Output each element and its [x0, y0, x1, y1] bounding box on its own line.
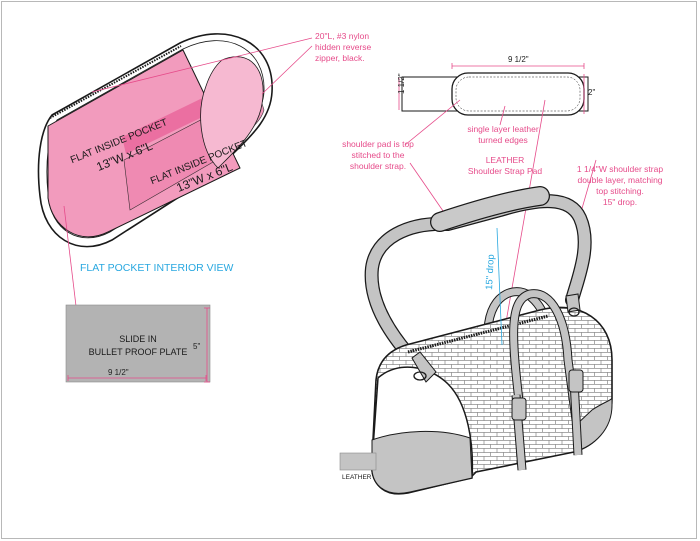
- shoulder-pad-callout-line3: shoulder strap.: [350, 161, 406, 171]
- pad-stitch-line: [455, 76, 581, 112]
- plate-leader-line: [63, 205, 77, 307]
- zipper-callout-line3: zipper, black.: [315, 53, 365, 63]
- shoulder-strap-pad-view: 9 1/2" 1 1/2" 2" single layer leather tu…: [397, 55, 595, 176]
- pad-title-line2: Shoulder Strap Pad: [468, 166, 542, 176]
- duffel-bag-view: 15" drop: [364, 186, 613, 495]
- shoulder-strap-pad: [451, 72, 585, 116]
- pocket-zipper-line: [49, 45, 182, 119]
- handle-buckle-right: [568, 369, 584, 393]
- strap-clip-right: [565, 293, 581, 313]
- leather-swatch: [339, 452, 377, 471]
- plate-height-dim: 5": [193, 342, 200, 351]
- strap-callout-line2: double layer, matching: [577, 175, 662, 185]
- pad-center-leader: [501, 99, 546, 346]
- handle-buckle-left: [511, 397, 527, 421]
- bag-end-cap-leather: [371, 430, 473, 494]
- plate-label-line2: BULLET PROOF PLATE: [89, 347, 188, 357]
- strap-callout-line4: 15" drop.: [603, 197, 637, 207]
- zipper-leader-line: [91, 37, 313, 93]
- leather-edges-leader: [499, 105, 506, 126]
- bag-zipper: [407, 314, 549, 354]
- strap-ring-left: [413, 371, 427, 381]
- pad-height-left-dim: 1 1/2": [397, 73, 406, 94]
- pad-height-right-dim: 2": [588, 88, 595, 97]
- leather-edges-callout-line2: turned edges: [478, 135, 528, 145]
- pocket-interior-view: FLAT INSIDE POCKET 13"W x 6"L FLAT INSID…: [37, 31, 372, 248]
- plate-width-dim: 9 1/2": [108, 368, 129, 377]
- shoulder-pad-on-bag-fill: [431, 187, 549, 231]
- leather-legend-label: LEATHER: [342, 474, 372, 481]
- interior-view-title: FLAT POCKET INTERIOR VIEW: [80, 262, 234, 274]
- leather-edges-callout-line1: single layer leather: [467, 124, 539, 134]
- bullet-proof-plate-view: SLIDE IN BULLET PROOF PLATE 5" 9 1/2": [63, 205, 211, 383]
- zipper-leader-line-2: [261, 45, 313, 95]
- strap-leader: [580, 159, 597, 213]
- plate-label-line1: SLIDE IN: [119, 334, 157, 344]
- material-legend: LEATHER: [339, 452, 377, 481]
- strap-ring-right: [568, 307, 580, 317]
- drop-dimension-label: 15" drop: [484, 254, 497, 290]
- pad-title-line1: LEATHER: [486, 155, 525, 165]
- shoulder-pad-callout-line2: stitched to the: [352, 150, 405, 160]
- strap-callout-line3: top stitching.: [596, 186, 644, 196]
- strap-callout-line1: 1 1/4"W shoulder strap: [577, 164, 663, 174]
- shoulder-pad-callout-line1: shoulder pad is top: [342, 139, 414, 149]
- shoulder-pad-leader-1: [404, 99, 461, 146]
- bullet-proof-plate: [65, 304, 211, 383]
- handle-front-fill: [510, 290, 580, 421]
- drop-dim-line: [496, 227, 503, 346]
- strap-clip-left: [411, 351, 437, 383]
- pad-width-dim: 9 1/2": [508, 55, 529, 64]
- pocket-side-panel: [200, 56, 264, 169]
- zipper-callout-line1: 20"L, #3 nylon: [315, 31, 369, 41]
- zipper-callout-line2: hidden reverse: [315, 42, 372, 52]
